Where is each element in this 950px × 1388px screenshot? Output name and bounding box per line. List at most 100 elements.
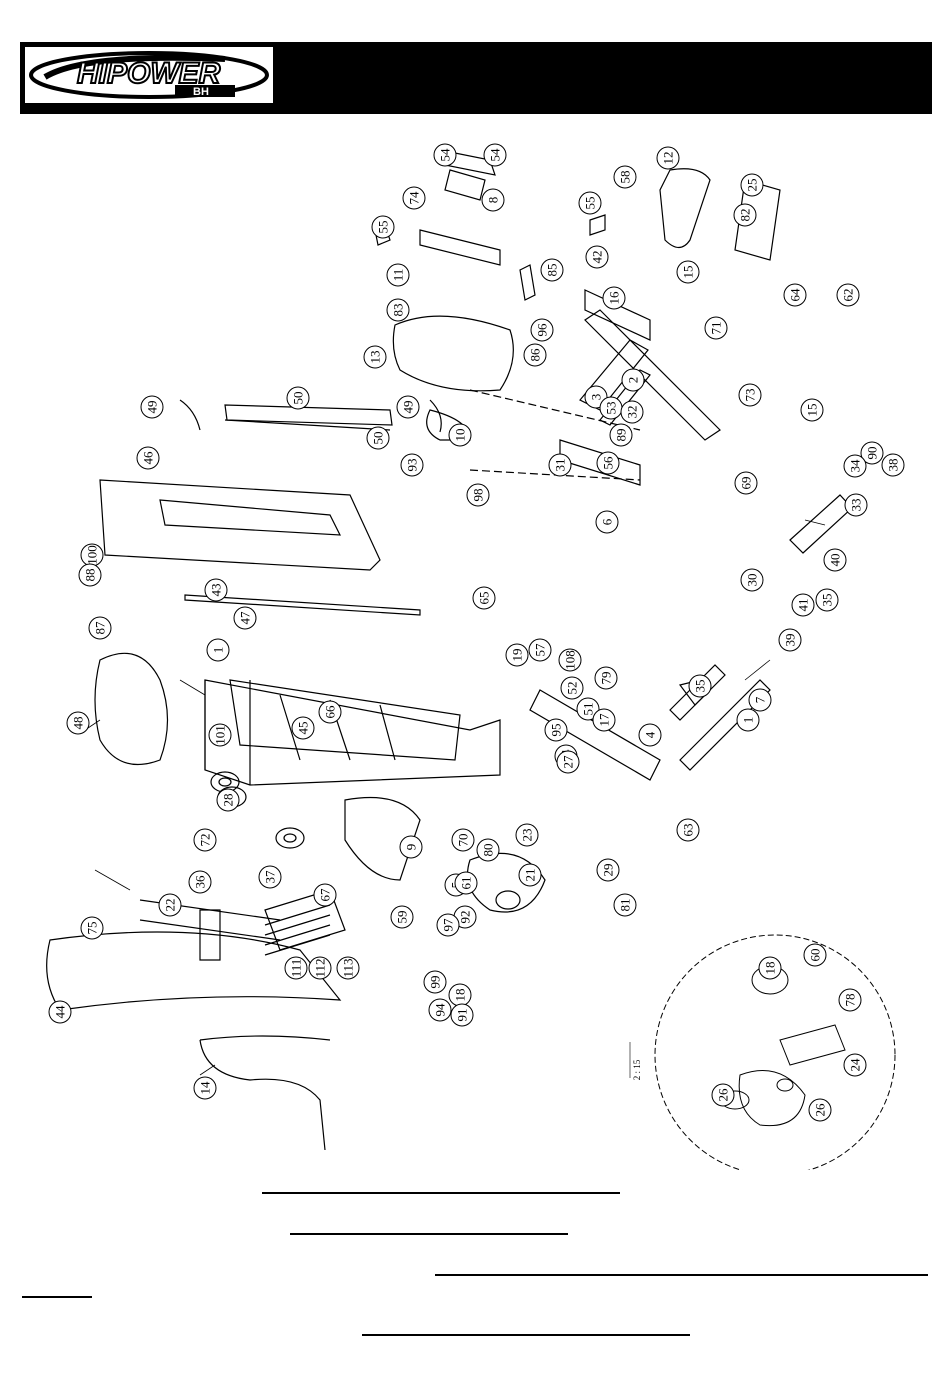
- callout-circle: [596, 858, 620, 882]
- callout-13: 13: [363, 345, 387, 369]
- callout-99: 99: [423, 970, 447, 994]
- callout-number: 18: [763, 962, 778, 975]
- logo-wordmark: HIPOWER: [77, 57, 221, 90]
- callout-number: 47: [238, 611, 253, 625]
- callout-number: 67: [318, 888, 333, 902]
- callout-42: 42: [585, 245, 609, 269]
- callout-98: 98: [466, 483, 490, 507]
- callout-number: 50: [291, 392, 306, 405]
- callout-108: 108: [558, 648, 582, 672]
- callout-71: 71: [704, 316, 728, 340]
- callout-113: 113: [336, 956, 360, 980]
- callout-number: 30: [745, 574, 760, 587]
- callout-number: 90: [865, 447, 880, 460]
- callout-circle: [530, 318, 554, 342]
- callout-circle: [815, 588, 839, 612]
- callout-circle: [843, 1053, 867, 1077]
- callout-number: 52: [565, 682, 580, 695]
- callout-circle: [399, 835, 423, 859]
- callout-2: 2: [621, 368, 645, 392]
- callout-number: 48: [71, 717, 86, 730]
- callout-number: 60: [808, 949, 823, 962]
- callout-6: 6: [595, 510, 619, 534]
- callout-number: 97: [441, 918, 456, 932]
- callout-number: 71: [709, 322, 724, 335]
- callout-number: 32: [625, 406, 640, 419]
- callout-1: 1: [206, 638, 230, 662]
- blank-line-2: [290, 1233, 568, 1235]
- callout-48: 48: [66, 711, 90, 735]
- callout-67: 67: [313, 883, 337, 907]
- callout-number: 46: [141, 451, 156, 465]
- callout-46: 46: [136, 446, 160, 470]
- callout-number: 17: [597, 713, 612, 727]
- callout-25: 25: [740, 173, 764, 197]
- callout-51: 51: [576, 697, 600, 721]
- callout-number: 72: [198, 834, 213, 847]
- callout-number: 23: [520, 829, 535, 842]
- callout-66: 66: [318, 700, 342, 724]
- callout-94: 94: [428, 998, 452, 1022]
- callout-circle: [823, 548, 847, 572]
- callout-95: 95: [544, 718, 568, 742]
- callout-number: 21: [523, 869, 538, 882]
- callout-43: 43: [204, 578, 228, 602]
- callout-50: 50: [366, 426, 390, 450]
- callout-circle: [448, 423, 472, 447]
- callout-number: 74: [407, 191, 422, 205]
- callout-80: 80: [476, 838, 500, 862]
- callout-circle: [844, 493, 868, 517]
- callout-number: 56: [601, 456, 616, 470]
- callout-circle: [595, 510, 619, 534]
- callout-circle: [711, 1083, 735, 1107]
- callout-circle: [66, 711, 90, 735]
- callout-18: 18: [758, 956, 782, 980]
- callout-47: 47: [233, 606, 257, 630]
- callout-26: 26: [808, 1098, 832, 1122]
- blank-line-5: [362, 1334, 690, 1336]
- callout-55: 55: [578, 191, 602, 215]
- callout-circle: [638, 723, 662, 747]
- callout-12: 12: [656, 146, 680, 170]
- callout-number: 49: [145, 401, 160, 414]
- callout-circle: [676, 260, 700, 284]
- callout-89: 89: [609, 423, 633, 447]
- callout-number: 16: [607, 291, 622, 305]
- callout-85: 85: [540, 258, 564, 282]
- callout-number: 98: [471, 489, 486, 502]
- callout-circle: [592, 708, 616, 732]
- callout-number: 91: [455, 1009, 470, 1022]
- callout-73: 73: [738, 383, 762, 407]
- callout-number: 100: [85, 545, 100, 565]
- blank-line-3: [435, 1274, 928, 1276]
- guide-rod: [224, 404, 393, 426]
- seat-pad: [392, 315, 514, 392]
- callout-circle: [609, 423, 633, 447]
- callout-number: 61: [459, 877, 474, 890]
- callout-number: 15: [681, 266, 696, 279]
- callout-circle: [736, 708, 760, 732]
- callout-number: 87: [93, 621, 108, 635]
- callout-number: 27: [561, 755, 576, 769]
- callout-90: 90: [860, 441, 884, 465]
- callout-number: 12: [661, 152, 676, 165]
- callout-circle: [613, 893, 637, 917]
- callout-19: 19: [505, 643, 529, 667]
- callout-circle: [518, 863, 542, 887]
- detail-label: I: [618, 1059, 620, 1062]
- callout-number: 82: [738, 209, 753, 222]
- title-bar: HIPOWER BH: [20, 42, 932, 114]
- callout-circle: [558, 648, 582, 672]
- callout-number: 63: [681, 824, 696, 837]
- callout-circle: [596, 451, 620, 475]
- callout-4: 4: [638, 723, 662, 747]
- callout-circle: [778, 628, 802, 652]
- callout-11: 11: [386, 263, 410, 287]
- callout-55: 55: [371, 215, 395, 239]
- callout-circle: [396, 395, 420, 419]
- callout-number: 58: [618, 171, 633, 184]
- callout-number: 15: [805, 404, 820, 417]
- callout-15: 15: [800, 398, 824, 422]
- callout-number: 95: [549, 724, 564, 737]
- callout-circle: [428, 998, 452, 1022]
